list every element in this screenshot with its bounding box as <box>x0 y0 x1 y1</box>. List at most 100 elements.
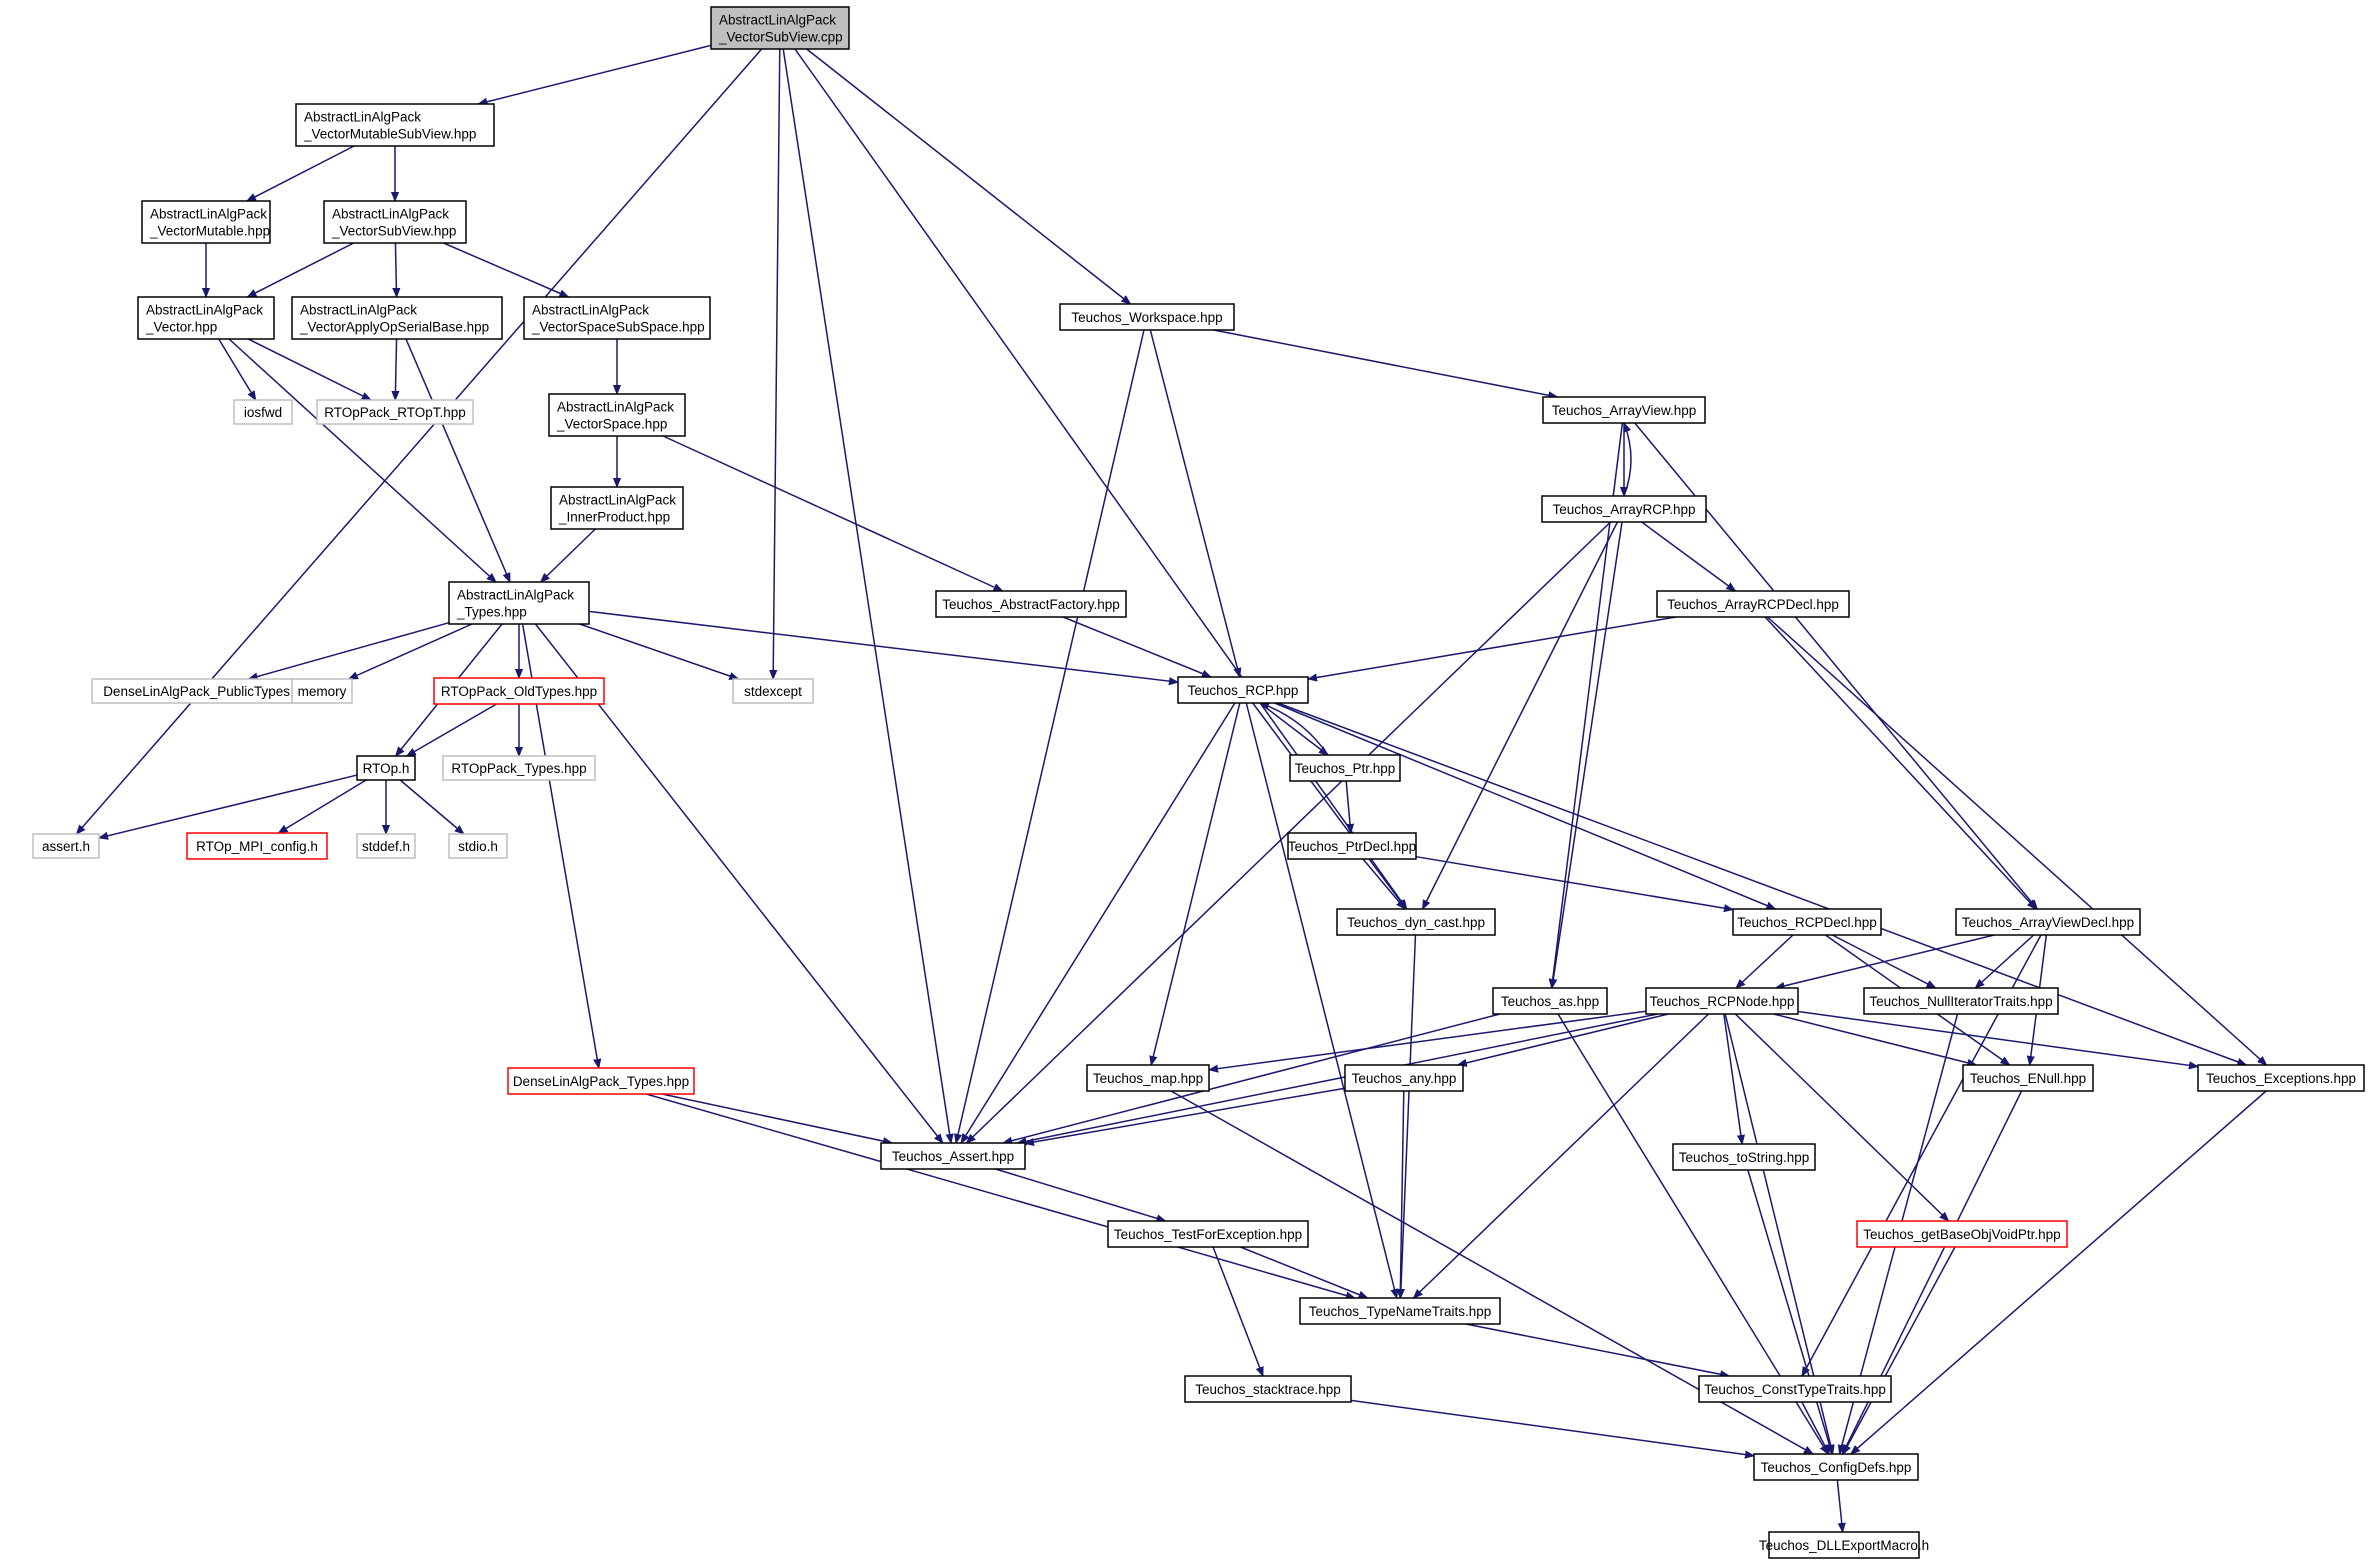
node-label: stdexcept <box>744 684 802 699</box>
node-workspace[interactable]: Teuchos_Workspace.hpp <box>1059 303 1235 331</box>
node-rtopt: RTOpPack_RTOpT.hpp <box>316 399 474 425</box>
node-stacktrace[interactable]: Teuchos_stacktrace.hpp <box>1184 1375 1352 1403</box>
node-arrayrcp[interactable]: Teuchos_ArrayRCP.hpp <box>1541 495 1707 523</box>
edge-ptrdecl-to-dyncast <box>1362 858 1405 909</box>
edge-rcp-to-rcpdecl <box>1274 702 1776 910</box>
node-label: AbstractLinAlgPack <box>304 110 421 125</box>
node-enull[interactable]: Teuchos_ENull.hpp <box>1962 1064 2094 1092</box>
node-box <box>1086 1064 1210 1092</box>
node-getbase[interactable]: Teuchos_getBaseObjVoidPtr.hpp <box>1856 1220 2068 1248</box>
edge-as-to-assert <box>1003 1013 1501 1143</box>
node-absfactory[interactable]: Teuchos_AbstractFactory.hpp <box>935 590 1127 618</box>
node-dyncast[interactable]: Teuchos_dyn_cast.hpp <box>1336 908 1496 936</box>
node-box <box>1732 908 1882 936</box>
node-label: Teuchos_NullIteratorTraits.hpp <box>1869 994 2052 1009</box>
node-box <box>1177 676 1309 704</box>
node-oldtypes[interactable]: RTOpPack_OldTypes.hpp <box>433 677 605 705</box>
edge-vsv-to-vsss <box>443 242 569 298</box>
node-memory: memory <box>291 678 353 704</box>
node-dllexport[interactable]: Teuchos_DLLExportMacro.h <box>1759 1531 1929 1559</box>
edge-rcp-to-dyncast <box>1252 702 1407 909</box>
node-vm[interactable]: AbstractLinAlgPack _VectorMutable.hpp <box>141 200 271 244</box>
node-vsv[interactable]: AbstractLinAlgPack_VectorSubView.hpp <box>323 200 467 244</box>
node-types[interactable]: AbstractLinAlgPack_Types.hpp <box>448 581 590 625</box>
node-map[interactable]: Teuchos_map.hpp <box>1086 1064 1210 1092</box>
node-ptr[interactable]: Teuchos_Ptr.hpp <box>1289 754 1401 782</box>
node-rcp[interactable]: Teuchos_RCP.hpp <box>1177 676 1309 704</box>
node-label: Teuchos_ConstTypeTraits.hpp <box>1704 1382 1886 1397</box>
node-box <box>1289 754 1401 782</box>
edge-consttype-to-configdefs <box>1801 1401 1830 1454</box>
node-label: _InnerProduct.hpp <box>558 510 670 525</box>
edge-workspace-to-rcp <box>1149 329 1239 677</box>
node-label: _VectorSpaceSubSpace.hpp <box>531 320 705 335</box>
node-box <box>1107 1220 1309 1248</box>
node-box <box>316 399 474 425</box>
node-ptrdecl[interactable]: Teuchos_PtrDecl.hpp <box>1287 832 1417 860</box>
node-root[interactable]: AbstractLinAlgPack_VectorSubView.cpp <box>710 6 850 50</box>
node-nulliter[interactable]: Teuchos_NullIteratorTraits.hpp <box>1863 987 2059 1015</box>
edge-any-to-typename <box>1400 1090 1404 1298</box>
edge-tostring-to-configdefs <box>1747 1169 1832 1454</box>
node-label: Teuchos_toString.hpp <box>1679 1150 1810 1165</box>
node-rcpnode[interactable]: Teuchos_RCPNode.hpp <box>1645 987 1799 1015</box>
node-any[interactable]: Teuchos_any.hpp <box>1344 1064 1464 1092</box>
edge-vec-to-iosfwd <box>218 338 257 400</box>
node-label: Teuchos_TypeNameTraits.hpp <box>1309 1304 1492 1319</box>
edge-workspace-to-arrayview <box>1213 329 1558 397</box>
node-arrayrcpdecl[interactable]: Teuchos_ArrayRCPDecl.hpp <box>1656 590 1850 618</box>
node-label: memory <box>298 684 347 699</box>
node-rtop[interactable]: RTOp.h <box>356 755 416 781</box>
node-tostring[interactable]: Teuchos_toString.hpp <box>1672 1143 1816 1171</box>
edge-arrayrcp-to-arrayview <box>1623 423 1632 497</box>
node-box <box>137 296 275 340</box>
node-consttype[interactable]: Teuchos_ConstTypeTraits.hpp <box>1698 1375 1892 1403</box>
edge-exceptions-to-configdefs <box>1851 1090 2267 1454</box>
node-vaosb[interactable]: AbstractLinAlgPack_VectorApplyOpSerialBa… <box>291 296 503 340</box>
node-stddef: stddef.h <box>356 833 416 859</box>
node-label: _Types.hpp <box>456 605 527 620</box>
node-vec[interactable]: AbstractLinAlgPack_Vector.hpp <box>137 296 275 340</box>
edge-ptr-to-ptrdecl <box>1345 780 1351 833</box>
node-label: _VectorMutable.hpp <box>149 224 270 239</box>
edge-workspace-to-assert <box>956 329 1145 1143</box>
node-ip[interactable]: AbstractLinAlgPack_InnerProduct.hpp <box>550 486 684 530</box>
edge-rcpnode-to-typename <box>1414 1013 1710 1298</box>
node-configdefs[interactable]: Teuchos_ConfigDefs.hpp <box>1753 1453 1919 1481</box>
node-label: Teuchos_RCP.hpp <box>1188 683 1299 698</box>
edge-typename-to-consttype <box>1465 1323 1729 1376</box>
node-as[interactable]: Teuchos_as.hpp <box>1492 987 1608 1015</box>
node-mpicfg[interactable]: RTOp_MPI_config.h <box>186 832 328 860</box>
node-vmsv[interactable]: AbstractLinAlgPack_VectorMutableSubView.… <box>295 103 495 147</box>
edge-types-to-rcp <box>588 610 1178 682</box>
edge-absfactory-to-rcp <box>1062 616 1211 678</box>
node-vsss[interactable]: AbstractLinAlgPack_VectorSpaceSubSpace.h… <box>523 296 711 340</box>
node-label: Teuchos_Workspace.hpp <box>1071 310 1222 325</box>
node-vs[interactable]: AbstractLinAlgPack_VectorSpace.hpp <box>548 393 686 437</box>
node-rcpdecl[interactable]: Teuchos_RCPDecl.hpp <box>1732 908 1882 936</box>
node-box <box>1541 495 1707 523</box>
edge-vec-to-types <box>228 338 496 582</box>
node-label: AbstractLinAlgPack <box>146 303 263 318</box>
node-typename[interactable]: Teuchos_TypeNameTraits.hpp <box>1299 1297 1501 1325</box>
node-assert[interactable]: Teuchos_Assert.hpp <box>880 1142 1026 1170</box>
edge-vec-to-rtopt <box>247 338 371 401</box>
node-label: AbstractLinAlgPack <box>150 207 267 222</box>
node-label: AbstractLinAlgPack <box>719 13 836 28</box>
node-dlatypes[interactable]: DenseLinAlgPack_Types.hpp <box>507 1067 695 1095</box>
node-arrayviewdecl[interactable]: Teuchos_ArrayViewDecl.hpp <box>1955 908 2141 936</box>
node-box <box>1059 303 1235 331</box>
edge-rcpnode-to-tostring <box>1723 1013 1742 1144</box>
node-testforexc[interactable]: Teuchos_TestForException.hpp <box>1107 1220 1309 1248</box>
edge-dyncast-to-typename <box>1401 934 1417 1298</box>
node-box <box>2197 1064 2365 1092</box>
node-arrayview[interactable]: Teuchos_ArrayView.hpp <box>1542 396 1706 424</box>
node-exceptions[interactable]: Teuchos_Exceptions.hpp <box>2197 1064 2365 1092</box>
node-label: Teuchos_RCPNode.hpp <box>1650 994 1795 1009</box>
node-label: RTOpPack_OldTypes.hpp <box>441 684 597 699</box>
node-box <box>442 755 596 781</box>
edge-root-to-vmsv <box>478 44 712 104</box>
edge-root-to-asserth <box>76 48 763 834</box>
node-label: stdio.h <box>458 839 498 854</box>
